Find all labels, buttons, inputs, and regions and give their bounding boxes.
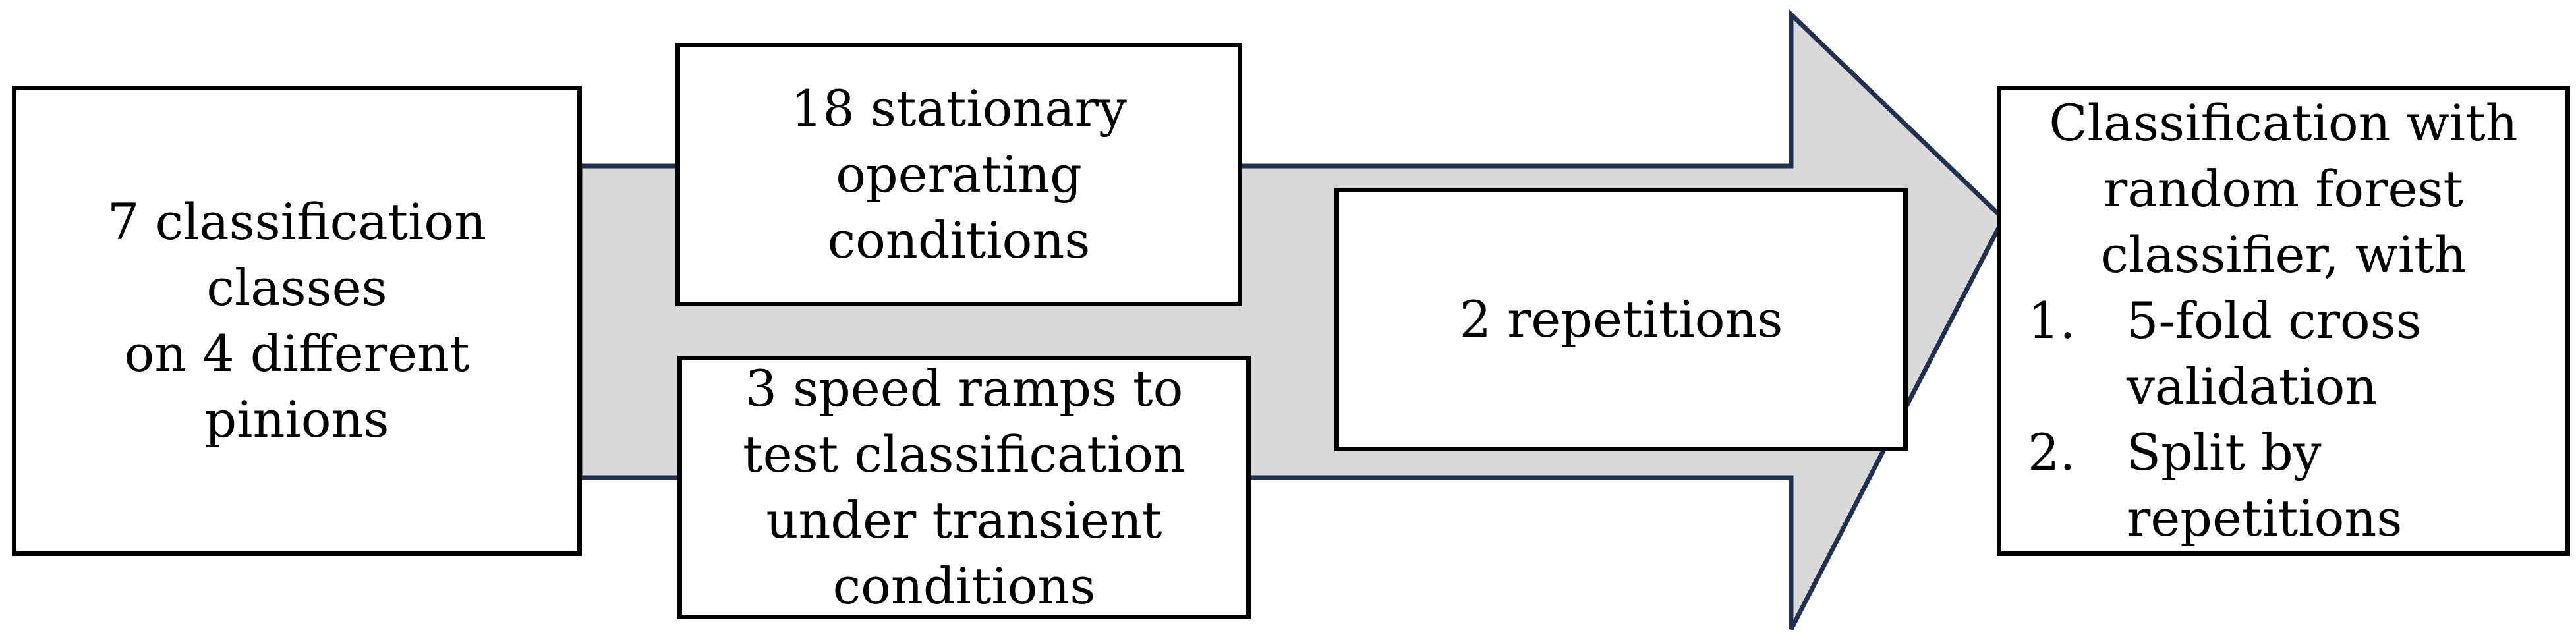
list-number: 2. — [2028, 423, 2076, 482]
input-classes-text: 7 classification classes on 4 different … — [107, 192, 487, 449]
method-list-item: 1. 5-fold cross validation — [2028, 288, 2565, 420]
list-text: 5-fold cross validation — [2127, 291, 2422, 416]
stationary-conditions-box: 18 stationary operating conditions — [675, 43, 1242, 306]
list-number: 1. — [2028, 291, 2076, 350]
stationary-conditions-text: 18 stationary operating conditions — [791, 79, 1127, 269]
method-list-item: 2. Split by repetitions — [2028, 420, 2565, 551]
speed-ramps-text: 3 speed ramps to test classification und… — [743, 359, 1186, 615]
repetitions-box: 2 repetitions — [1334, 188, 1908, 451]
classification-output-box: Classification with random forest classi… — [1997, 86, 2570, 556]
method-list: 1. 5-fold cross validation 2. Split by r… — [2001, 288, 2565, 551]
repetitions-text: 2 repetitions — [1459, 290, 1783, 349]
input-classes-box: 7 classification classes on 4 different … — [12, 86, 582, 556]
classification-title: Classification with random forest classi… — [2049, 94, 2518, 284]
speed-ramps-box: 3 speed ramps to test classification und… — [677, 356, 1251, 619]
list-text: Split by repetitions — [2127, 423, 2403, 547]
